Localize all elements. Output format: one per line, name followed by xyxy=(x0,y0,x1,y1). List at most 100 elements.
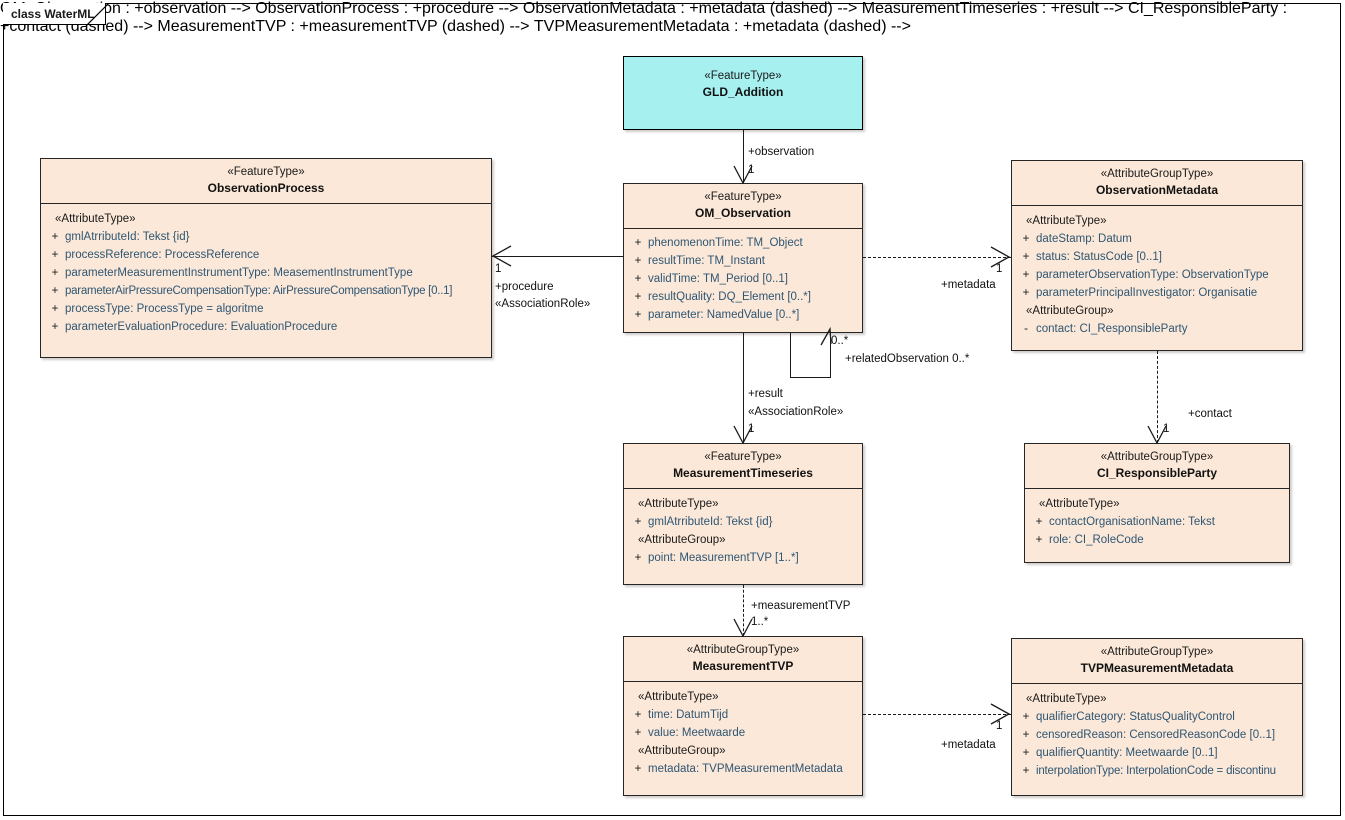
class-header-om-observation: «FeatureType» OM_Observation xyxy=(624,184,862,229)
class-box-om-observation[interactable]: «FeatureType» OM_Observation + phenomeno… xyxy=(623,183,863,333)
connector-line-metadata-bottom xyxy=(863,714,1011,715)
class-box-measurement-timeseries[interactable]: «FeatureType» MeasurementTimeseries «Att… xyxy=(623,443,863,585)
attribute-row: + contactOrganisationName: Tekst xyxy=(1029,513,1285,531)
visibility-marker: + xyxy=(1022,747,1030,759)
attribute-group-label: «AttributeType» xyxy=(1039,498,1120,510)
attribute-text: parameterObservationType: ObservationTyp… xyxy=(1036,269,1269,281)
visibility-marker: + xyxy=(51,321,59,333)
visibility-marker: + xyxy=(634,309,642,321)
attribute-text: gmlAtrributeId: Tekst {id} xyxy=(65,231,190,243)
diagram-frame xyxy=(3,3,1341,816)
visibility-marker: + xyxy=(1022,287,1030,299)
class-stereotype: «AttributeGroupType» xyxy=(686,644,800,656)
attribute-row: + phenomenonTime: TM_Object xyxy=(628,234,858,252)
attribute-text: resultQuality: DQ_Element [0..*] xyxy=(648,291,811,303)
class-box-observation-metadata[interactable]: «AttributeGroupType» ObservationMetadata… xyxy=(1011,160,1303,351)
class-name: ObservationMetadata xyxy=(1095,183,1219,197)
attribute-row: + metadata: TVPMeasurementMetadata xyxy=(628,760,858,778)
open-arrowhead-icon-contact xyxy=(1147,425,1167,445)
attribute-row: + resultTime: TM_Instant xyxy=(628,252,858,270)
connector-line-relatedobservation-right xyxy=(830,340,831,378)
attribute-text: time: DatumTijd xyxy=(648,709,729,721)
connector-multiplicity-procedure: 1 xyxy=(495,263,502,275)
attribute-group-label: «AttributeType» xyxy=(1026,215,1107,227)
connector-line-relatedobservation-left xyxy=(790,333,791,378)
open-arrowhead-icon-relatedobservation xyxy=(820,326,832,346)
attribute-group-label: «AttributeGroup» xyxy=(638,745,726,757)
attribute-row: + parameterAirPressureCompensationType: … xyxy=(45,282,487,300)
connector-multiplicity-relatedobservation: 0..* xyxy=(831,335,849,347)
class-box-tvp-measurement-metadata[interactable]: «AttributeGroupType» TVPMeasurementMetad… xyxy=(1011,638,1303,796)
connector-line-metadata-top xyxy=(863,257,1011,258)
class-box-ci-responsibleparty[interactable]: «AttributeGroupType» CI_ResponsibleParty… xyxy=(1024,443,1290,563)
visibility-marker: + xyxy=(634,237,642,249)
attribute-text: phenomenonTime: TM_Object xyxy=(648,237,803,249)
attribute-row: - contact: CI_ResponsibleParty xyxy=(1016,320,1298,338)
attribute-text: contact: CI_ResponsibleParty xyxy=(1036,323,1188,335)
connector-stereotype-result: «AssociationRole» xyxy=(748,406,844,418)
visibility-marker: + xyxy=(1022,765,1030,777)
open-arrowhead-icon-observation xyxy=(733,165,753,185)
class-stereotype: «AttributeGroupType» xyxy=(1100,168,1214,180)
visibility-marker: + xyxy=(51,267,59,279)
class-box-observation-process[interactable]: «FeatureType» ObservationProcess «Attrib… xyxy=(40,158,492,358)
class-box-gld-addition[interactable]: «FeatureType» GLD_Addition xyxy=(623,56,863,130)
class-body-measurement-timeseries: «AttributeType» + gmlAtrributeId: Tekst … xyxy=(624,489,862,574)
attribute-row: + parameterPrincipalInvestigator: Organi… xyxy=(1016,284,1298,302)
attribute-row: + value: Meetwaarde xyxy=(628,724,858,742)
visibility-marker: + xyxy=(1035,516,1043,528)
connector-role-measurementtvp: +measurementTVP xyxy=(751,600,851,612)
class-name: CI_ResponsibleParty xyxy=(1096,466,1218,480)
class-stereotype: «FeatureType» xyxy=(704,191,782,203)
class-stereotype: «FeatureType» xyxy=(704,70,782,82)
class-body-observation-process: «AttributeType» + gmlAtrributeId: Tekst … xyxy=(41,204,491,343)
class-name: GLD_Addition xyxy=(702,85,784,99)
class-name: ObservationProcess xyxy=(207,181,325,195)
class-body-om-observation: + phenomenonTime: TM_Object + resultTime… xyxy=(624,229,862,331)
class-body-ci-responsibleparty: «AttributeType» + contactOrganisationNam… xyxy=(1025,489,1289,556)
class-box-measurement-tvp[interactable]: «AttributeGroupType» MeasurementTVP «Att… xyxy=(623,636,863,796)
connector-multiplicity-metadata-bottom: 1 xyxy=(996,720,1003,732)
attribute-group-label: «AttributeType» xyxy=(1026,693,1107,705)
connector-line-contact xyxy=(1157,351,1158,443)
class-stereotype: «AttributeGroupType» xyxy=(1100,451,1214,463)
attribute-text: processReference: ProcessReference xyxy=(65,249,260,261)
class-header-observation-metadata: «AttributeGroupType» ObservationMetadata xyxy=(1012,161,1302,206)
connector-multiplicity-observation: 1 xyxy=(748,164,755,176)
visibility-marker: + xyxy=(634,727,642,739)
visibility-marker: + xyxy=(51,303,59,315)
attribute-group-label: «AttributeGroup» xyxy=(1026,305,1114,317)
connector-stereotype-procedure: «AssociationRole» xyxy=(495,298,591,310)
connector-role-result: +result xyxy=(748,388,783,400)
attribute-text: parameterAirPressureCompensationType: Ai… xyxy=(65,285,453,297)
connector-line-procedure xyxy=(492,256,623,257)
visibility-marker: + xyxy=(634,255,642,267)
attribute-row: + resultQuality: DQ_Element [0..*] xyxy=(628,288,858,306)
open-arrowhead-icon-result xyxy=(733,425,753,445)
class-header-measurement-tvp: «AttributeGroupType» MeasurementTVP xyxy=(624,637,862,682)
attribute-group-label: «AttributeType» xyxy=(55,213,136,225)
attribute-text: resultTime: TM_Instant xyxy=(648,255,765,267)
attribute-text: point: MeasurementTVP [1..*] xyxy=(648,552,799,564)
attribute-row: + parameterObservationType: ObservationT… xyxy=(1016,266,1298,284)
connector-line-result xyxy=(743,333,744,443)
visibility-marker: + xyxy=(1022,729,1030,741)
attribute-group-label: «AttributeGroup» xyxy=(638,534,726,546)
visibility-marker: - xyxy=(1024,323,1028,335)
class-header-ci-responsibleparty: «AttributeGroupType» CI_ResponsibleParty xyxy=(1025,444,1289,489)
connector-role-observation: +observation xyxy=(748,146,815,158)
attribute-row: + gmlAtrributeId: Tekst {id} xyxy=(45,228,487,246)
connector-line-measurementtvp xyxy=(743,585,744,636)
visibility-marker: + xyxy=(51,231,59,243)
connector-role-metadata-top: +metadata xyxy=(941,279,996,291)
open-arrowhead-icon-metadata-top xyxy=(990,246,1011,268)
visibility-marker: + xyxy=(634,709,642,721)
attribute-row: + role: CI_RoleCode xyxy=(1029,531,1285,549)
visibility-marker: + xyxy=(1022,269,1030,281)
class-stereotype: «AttributeGroupType» xyxy=(1100,646,1214,658)
attribute-text: value: Meetwaarde xyxy=(648,727,746,739)
attribute-text: processType: ProcessType = algoritme xyxy=(65,303,264,315)
attribute-text: role: CI_RoleCode xyxy=(1049,534,1144,546)
attribute-row: + censoredReason: CensoredReasonCode [0.… xyxy=(1016,726,1298,744)
connector-role-relatedobservation: +relatedObservation 0..* xyxy=(845,353,970,365)
